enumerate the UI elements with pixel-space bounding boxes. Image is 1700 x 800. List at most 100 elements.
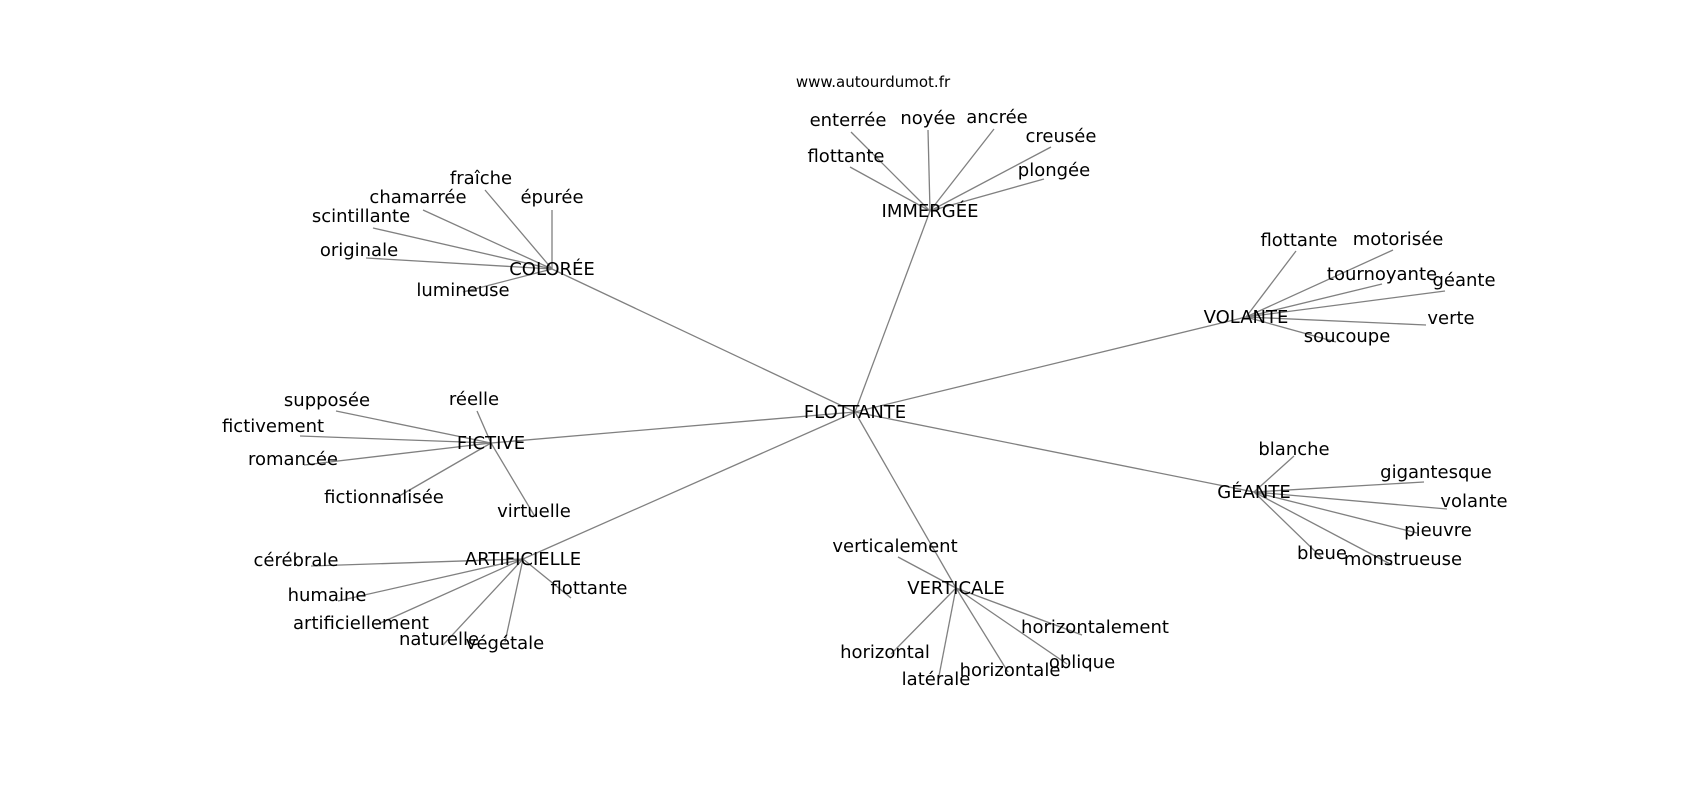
hub-node-label: IMMERGÉE [882, 200, 979, 222]
edge-hub-to-word [310, 558, 524, 567]
edge-hub-to-word [299, 435, 492, 444]
word-node-label: géante [1432, 270, 1495, 291]
word-node-label: latérale [902, 669, 971, 690]
word-node-label: horizontale [960, 660, 1061, 681]
edge-hub-to-word [522, 558, 572, 599]
hub-node-label: VOLANTE [1204, 307, 1289, 328]
word-node-label: chamarrée [369, 187, 466, 208]
word-node-label: fictionnalisée [324, 487, 444, 508]
hub-node-label: FICTIVE [457, 433, 525, 454]
word-node-label: fraîche [450, 168, 512, 189]
word-node-label: bleue [1297, 543, 1347, 564]
edge-hub-to-word [504, 558, 524, 643]
edge-root-to-hub [854, 210, 931, 413]
edge-hub-to-word [955, 587, 1009, 673]
word-node-label: creusée [1026, 126, 1097, 147]
edge-hub-to-word [303, 442, 492, 466]
site-url[interactable]: www.autourdumot.fr [796, 73, 951, 91]
edge-hub-to-word [337, 558, 524, 602]
edge-root-to-hub [490, 411, 856, 444]
edge-hub-to-word [927, 129, 931, 212]
edge-hub-to-word [462, 268, 553, 293]
graph-edges [299, 128, 1448, 682]
edge-root-to-hub [854, 316, 1247, 413]
hub-node-label: GÉANTE [1217, 481, 1290, 503]
word-node-label: blanche [1258, 439, 1329, 460]
edge-hub-to-word [1245, 249, 1394, 318]
word-node-label: monstrueuse [1344, 549, 1462, 570]
edge-hub-to-word [1245, 316, 1427, 326]
word-node-label: verticalement [832, 536, 957, 557]
edge-root-to-hub [522, 411, 856, 560]
word-node-label: volante [1440, 491, 1507, 512]
edge-hub-to-word [1245, 290, 1446, 318]
word-node-label: horizontalement [1021, 617, 1169, 638]
word-node-label: flottante [1260, 230, 1337, 251]
root-node-label: FLOTTANTE [804, 402, 906, 423]
edge-hub-to-word [1253, 455, 1295, 493]
edge-root-to-hub [854, 411, 1255, 493]
word-node-label: flottante [550, 578, 627, 599]
edge-hub-to-word [422, 209, 553, 270]
word-node-label: artificiellement [293, 613, 429, 634]
word-node-label: motorisée [1353, 229, 1444, 250]
word-node-label: cérébrale [254, 550, 339, 571]
edge-hub-to-word [484, 189, 553, 270]
edge-hub-to-word [929, 178, 1045, 212]
edge-hub-to-word [335, 410, 492, 444]
edge-hub-to-word [1245, 283, 1383, 318]
word-node-label: soucoupe [1304, 326, 1391, 347]
hub-node-label: COLORÉE [509, 258, 595, 280]
word-node-label: oblique [1049, 652, 1115, 673]
word-node-label: originale [320, 240, 398, 261]
edge-hub-to-word [929, 146, 1052, 212]
word-node-label: horizontal [840, 642, 930, 663]
word-node-label: ancrée [966, 107, 1028, 128]
word-node-label: noyée [900, 108, 955, 129]
edge-hub-to-word [890, 587, 957, 655]
word-node-label: lumineuse [416, 280, 509, 301]
edge-root-to-hub [551, 268, 856, 413]
word-node-label: plongée [1018, 160, 1090, 181]
word-node-label: épurée [520, 187, 583, 208]
edge-hub-to-word [897, 556, 957, 589]
edge-hub-to-word [476, 410, 492, 444]
edge-root-to-hub [854, 411, 957, 589]
edge-hub-to-word [937, 587, 957, 682]
word-node-label: naturelle [399, 629, 479, 650]
edge-hub-to-word [372, 227, 553, 270]
word-node-label: tournoyante [1327, 264, 1437, 285]
edge-hub-to-word [1245, 250, 1297, 318]
edge-hub-to-word [849, 166, 931, 212]
hub-node-label: ARTIFICIELLE [465, 549, 581, 570]
edge-hub-to-word [1253, 481, 1425, 493]
word-node-label: supposée [284, 390, 370, 411]
edge-hub-to-word [955, 587, 1068, 665]
word-node-label: romancée [248, 449, 338, 470]
word-node-label: virtuelle [497, 501, 571, 522]
word-node-label: végétale [466, 633, 544, 654]
word-node-label: verte [1427, 308, 1474, 329]
edge-hub-to-word [442, 558, 524, 646]
edge-hub-to-word [375, 558, 524, 626]
edge-hub-to-word [1253, 491, 1418, 534]
edge-hub-to-word [1253, 491, 1323, 559]
edge-hub-to-word [1245, 316, 1337, 343]
hub-node-label: VERTICALE [907, 578, 1004, 599]
edge-hub-to-word [850, 131, 931, 212]
edge-hub-to-word [393, 442, 492, 500]
edge-hub-to-word [490, 442, 535, 516]
word-node-label: pieuvre [1404, 520, 1472, 541]
word-node-label: gigantesque [1380, 462, 1492, 483]
word-node-label: réelle [449, 389, 499, 410]
word-node-label: humaine [288, 585, 367, 606]
word-node-label: enterrée [810, 110, 887, 131]
edge-hub-to-word [1253, 491, 1393, 566]
edge-hub-to-word [955, 587, 1083, 636]
word-node-label: flottante [807, 146, 884, 167]
word-node-label: fictivement [222, 416, 324, 437]
edge-hub-to-word [929, 128, 995, 212]
edge-hub-to-word [365, 257, 553, 270]
edge-hub-to-word [1253, 491, 1448, 510]
